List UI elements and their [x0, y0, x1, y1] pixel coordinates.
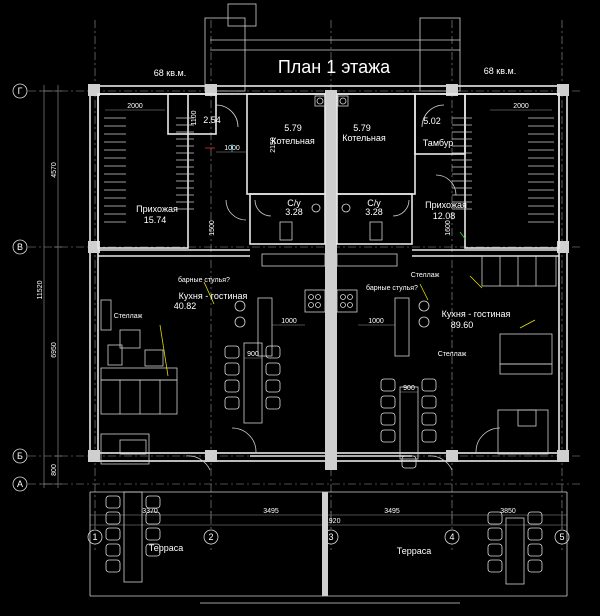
- wc-right-area: 3.28: [365, 207, 383, 217]
- wc-right-name: С/у: [367, 198, 381, 208]
- svg-text:1100: 1100: [191, 110, 198, 125]
- dim-left-total: 11520: [37, 280, 44, 299]
- terrace-left-name: Терраса: [149, 543, 184, 553]
- axis-col-marker-5: 5: [554, 529, 570, 545]
- bar-stools-note-left: барные стулья?: [178, 276, 230, 284]
- svg-text:3: 3: [328, 532, 333, 542]
- svg-text:1: 1: [92, 532, 97, 542]
- boiler-left-area: 5.79: [284, 123, 302, 133]
- axis-row-marker-b: Б: [12, 448, 28, 464]
- hall-left-name: Прихожая: [136, 204, 178, 214]
- area-right-label: 68 кв.м.: [484, 66, 516, 76]
- kitchen-furniture-left: [100, 253, 326, 465]
- svg-text:2150: 2150: [270, 137, 277, 153]
- svg-text:А: А: [17, 479, 23, 489]
- wc-left-name: С/у: [287, 198, 301, 208]
- kitchen-furniture-right: [336, 253, 557, 469]
- svg-text:Б: Б: [17, 451, 23, 461]
- svg-text:1500: 1500: [209, 220, 216, 236]
- roof-extensions: [204, 3, 461, 92]
- svg-text:1000: 1000: [368, 318, 384, 325]
- svg-text:900: 900: [403, 385, 415, 392]
- bottom-dimension-chain: 3370 3495 3495 3850 11920: [90, 508, 567, 529]
- staircase-left: [104, 117, 194, 223]
- svg-text:4: 4: [449, 532, 454, 542]
- svg-text:5: 5: [559, 532, 564, 542]
- svg-text:900: 900: [247, 351, 259, 358]
- boiler-left-name: Котельная: [271, 136, 315, 146]
- wc-left-area: 3.28: [285, 207, 303, 217]
- staircase-right: [452, 117, 554, 223]
- kitchen-left-area: 40.82: [174, 301, 197, 311]
- svg-text:Г: Г: [18, 86, 23, 96]
- hall-left-area: 15.74: [144, 215, 167, 225]
- axis-row-marker-v: В: [12, 239, 28, 255]
- small-room-area: 2.54: [203, 115, 221, 125]
- svg-text:1000: 1000: [281, 318, 297, 325]
- terrace-right-name: Терраса: [397, 546, 432, 556]
- terrace-furniture-right: [487, 511, 543, 585]
- bar-stools-note-right: барные стулья?: [366, 284, 418, 292]
- plan-title: План 1 этажа: [278, 57, 391, 77]
- vestibule-area: 5.02: [423, 116, 441, 126]
- svg-text:2000: 2000: [127, 103, 143, 110]
- shelf-note-right-mid: Стеллаж: [438, 351, 467, 358]
- door-swings: [185, 104, 501, 471]
- dim-bottom-1: 3370: [142, 508, 158, 515]
- exterior-walls: [88, 84, 569, 470]
- hall-right-area: 12.08: [433, 211, 456, 221]
- annotation-accents: [159, 144, 536, 377]
- dim-bottom-total: 11920: [322, 518, 341, 525]
- axis-row-marker-g: Г: [12, 83, 28, 99]
- dim-bottom-4: 3850: [500, 508, 516, 515]
- axis-row-marker-a: А: [12, 476, 28, 492]
- wc-fixtures: [279, 203, 383, 241]
- axis-col-marker-1: 1: [87, 529, 103, 545]
- hall-right-name: Прихожая: [425, 200, 467, 210]
- dim-left-top: 4570: [51, 162, 58, 178]
- interior-walls: [97, 93, 560, 457]
- boiler-right-area: 5.79: [353, 123, 371, 133]
- svg-text:1000: 1000: [224, 145, 240, 152]
- vestibule-name: Тамбур: [423, 138, 454, 148]
- svg-text:В: В: [17, 242, 23, 252]
- svg-text:1600: 1600: [445, 220, 452, 236]
- kitchen-right-name: Кухня - гостиная: [442, 309, 511, 319]
- dim-bottom-2: 3495: [263, 508, 279, 515]
- area-left-label: 68 кв.м.: [154, 68, 186, 78]
- boiler-right-name: Котельная: [342, 133, 386, 143]
- left-dimension-chain: 11520 4570 6950 800: [37, 85, 62, 488]
- kitchen-left-name: Кухня - гостиная: [179, 291, 248, 301]
- dim-left-mid: 6950: [51, 342, 58, 358]
- axis-grid: [28, 20, 580, 550]
- interior-dimensions: 2000 2000 1000 1000 1000 900 900 1500 16…: [105, 103, 552, 393]
- svg-text:2: 2: [208, 532, 213, 542]
- dim-left-bot: 800: [51, 464, 58, 476]
- terrace-furniture-left: [105, 491, 161, 583]
- dim-bottom-3: 3495: [384, 508, 400, 515]
- axis-col-marker-2: 2: [203, 529, 219, 545]
- kitchen-right-area: 89.60: [451, 320, 474, 330]
- boiler-units: [314, 95, 349, 107]
- svg-text:2000: 2000: [513, 103, 529, 110]
- axis-col-marker-4: 4: [444, 529, 460, 545]
- shelf-note-right-top: Стеллаж: [411, 272, 440, 279]
- terrace-outline: [89, 491, 568, 604]
- shelf-note-left: Стеллаж: [114, 313, 143, 320]
